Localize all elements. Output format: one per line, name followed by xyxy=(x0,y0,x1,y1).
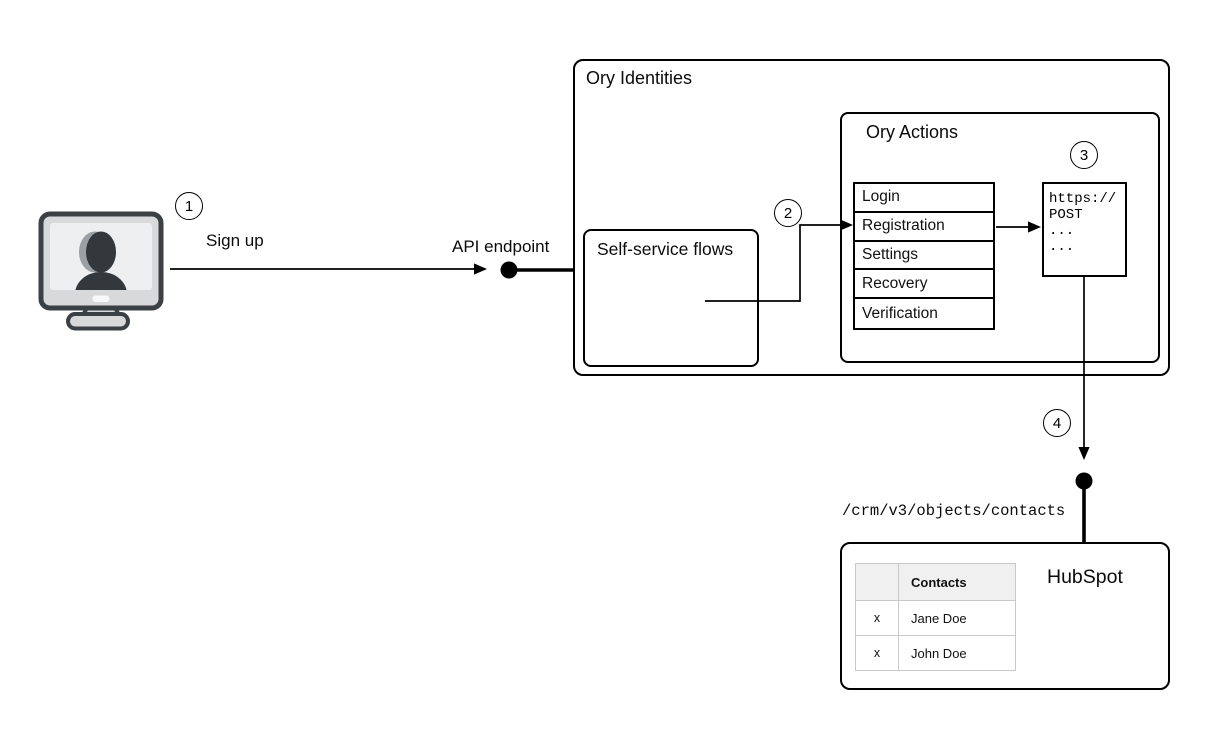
silhouette-shoulders xyxy=(75,272,127,290)
hubspot-title: HubSpot xyxy=(1047,566,1123,588)
flow-row-verification: Verification xyxy=(862,304,938,322)
flow-row-recovery: Recovery xyxy=(855,270,993,300)
signup-arrowhead-icon xyxy=(474,263,487,275)
code-line: https:// xyxy=(1049,191,1117,207)
api-endpoint-node-icon xyxy=(500,261,518,279)
flow-row-login: Login xyxy=(855,184,993,213)
sign-up-label: Sign up xyxy=(206,231,264,250)
flow-row-registration: Registration xyxy=(855,213,993,242)
contact-checkbox-cell: x xyxy=(856,601,899,635)
contact-name-cell: Jane Doe xyxy=(911,610,967,626)
step-badge-4: 4 xyxy=(1043,409,1071,437)
silhouette-head xyxy=(86,231,116,273)
hubspot-arrowhead-icon xyxy=(1078,447,1090,460)
code-line: ... xyxy=(1049,223,1075,239)
api-endpoint-label: API endpoint xyxy=(452,237,550,256)
contact-name-cell: John Doe xyxy=(911,645,967,661)
contacts-table: Contacts x Jane Doe x John Doe xyxy=(855,563,1016,671)
webhook-code-box: https:// POST ... ... xyxy=(1042,182,1127,277)
contacts-row: x John Doe xyxy=(856,635,1015,670)
ory-identities-title: Ory Identities xyxy=(586,68,693,88)
crm-path-label: /crm/v3/objects/contacts xyxy=(842,502,1066,520)
contacts-row: x Jane Doe xyxy=(856,600,1015,635)
user-computer-icon xyxy=(38,211,164,331)
step-badge-3: 3 xyxy=(1070,141,1098,169)
ory-actions-title: Ory Actions xyxy=(866,122,959,142)
self-service-flows-title: Self-service flows xyxy=(597,239,734,259)
monitor-stand-base xyxy=(66,312,130,331)
contacts-header-empty xyxy=(856,564,899,600)
step-badge-2: 2 xyxy=(774,199,802,227)
code-line: POST xyxy=(1049,207,1083,223)
flow-table: Login Registration Settings Recovery Ver… xyxy=(853,182,995,330)
monitor-button xyxy=(92,295,110,302)
step-badge-1: 1 xyxy=(175,192,203,220)
contacts-table-header: Contacts xyxy=(856,564,1015,600)
contacts-header-label: Contacts xyxy=(911,574,967,590)
hubspot-endpoint-node-icon xyxy=(1075,472,1093,490)
ory-identities-box xyxy=(573,59,1170,376)
flow-row-settings: Settings xyxy=(855,242,993,271)
contact-checkbox-cell: x xyxy=(856,636,899,670)
code-line: ... xyxy=(1049,239,1075,255)
hubspot-box xyxy=(840,542,1170,690)
person-silhouette-icon xyxy=(75,231,127,290)
